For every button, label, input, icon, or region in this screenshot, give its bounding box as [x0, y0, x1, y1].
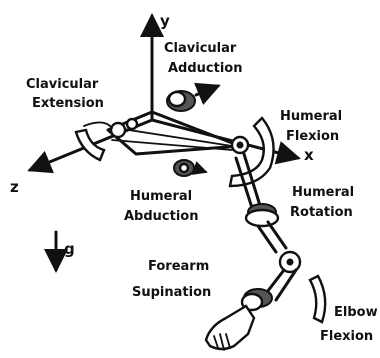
- clavicular-extension-joint: [76, 122, 112, 160]
- humeral-abduction-joint: [174, 160, 206, 176]
- humeral-rotation-joint: [246, 204, 286, 252]
- label-humeral-rotation: Humeral Rotation: [290, 185, 354, 220]
- svg-text:Abduction: Abduction: [124, 209, 199, 224]
- gravity-vector: g: [56, 232, 75, 270]
- svg-text:Supination: Supination: [132, 285, 211, 300]
- label-clavicular-adduction: Clavicular Adduction: [164, 41, 243, 76]
- svg-text:Humeral: Humeral: [130, 189, 192, 204]
- svg-text:Clavicular: Clavicular: [164, 41, 237, 56]
- svg-text:Adduction: Adduction: [168, 61, 243, 76]
- svg-text:Clavicular: Clavicular: [26, 77, 99, 92]
- svg-text:Humeral: Humeral: [280, 109, 342, 124]
- gravity-label: g: [64, 240, 75, 258]
- y-axis-label: y: [160, 12, 170, 30]
- clavicular-adduction-joint: [167, 86, 218, 111]
- svg-text:Rotation: Rotation: [290, 205, 353, 220]
- svg-text:Elbow: Elbow: [334, 305, 378, 320]
- svg-text:Forearm: Forearm: [148, 259, 209, 274]
- svg-text:Extension: Extension: [32, 96, 104, 111]
- svg-text:Humeral: Humeral: [292, 185, 354, 200]
- label-elbow-flexion: Elbow Flexion: [320, 305, 378, 344]
- svg-text:Flexion: Flexion: [286, 129, 339, 144]
- label-humeral-abduction: Humeral Abduction: [124, 189, 199, 224]
- clavicle-linkage: [108, 112, 240, 154]
- elbow-flexion-arc: [310, 276, 325, 322]
- label-forearm-supination: Forearm Supination: [132, 259, 211, 300]
- hand: [206, 306, 254, 350]
- svg-text:Flexion: Flexion: [320, 329, 373, 344]
- label-clavicular-extension: Clavicular Extension: [26, 77, 104, 111]
- x-axis-label: x: [304, 146, 314, 164]
- z-axis-label: z: [10, 178, 19, 196]
- label-humeral-flexion: Humeral Flexion: [280, 109, 342, 144]
